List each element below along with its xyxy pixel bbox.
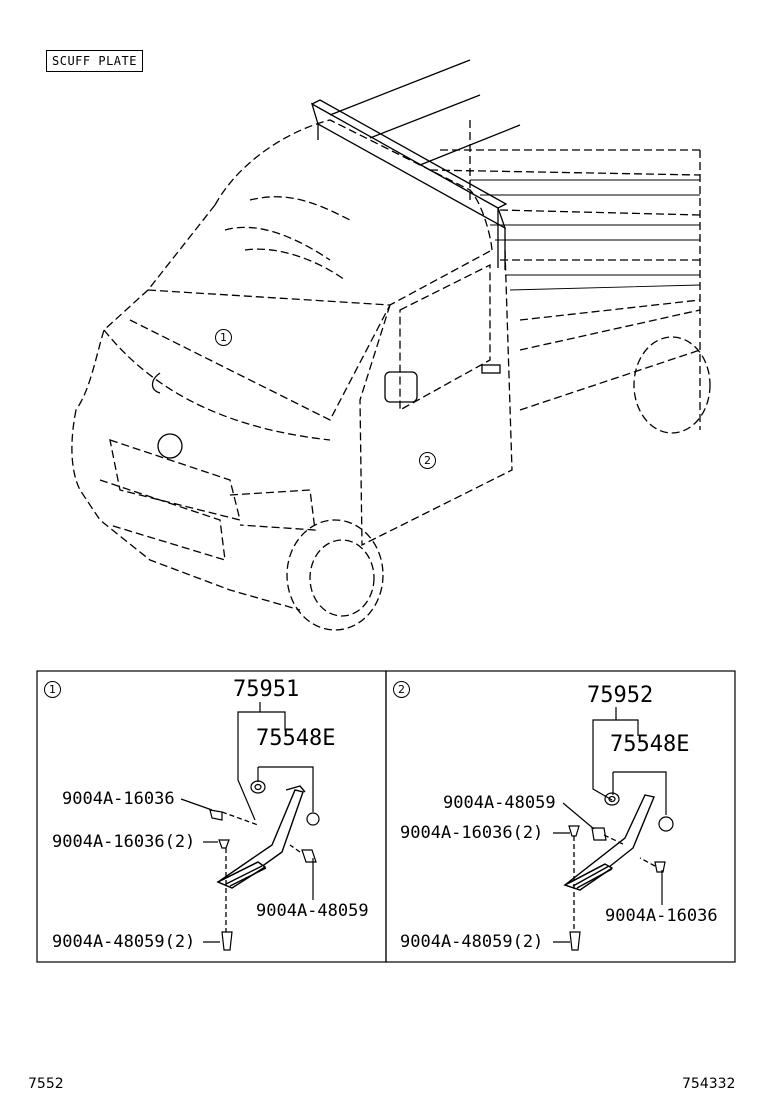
right-label-bolt: 9004A-16036 xyxy=(605,906,718,926)
footer-left-code: 7552 xyxy=(28,1076,64,1092)
right-label-clip-x2: 9004A-48059(2) xyxy=(400,932,544,952)
panel-right-frame xyxy=(385,670,736,963)
footer-right-code: 754332 xyxy=(682,1076,736,1092)
left-label-bolt: 9004A-16036 xyxy=(62,789,175,809)
logo-emblem xyxy=(157,433,183,459)
right-sub-part-number: 75548E xyxy=(610,732,690,757)
right-label-clip: 9004A-48059 xyxy=(443,793,556,813)
panel-left-callout: 1 xyxy=(44,681,61,698)
title-box: SCUFF PLATE xyxy=(46,50,143,72)
left-leader-lines xyxy=(180,702,314,943)
left-label-clip-x2: 9004A-48059(2) xyxy=(52,932,196,952)
right-label-bolt-x2: 9004A-16036(2) xyxy=(400,823,544,843)
mirror-left xyxy=(151,372,161,394)
left-dashed-guides xyxy=(221,811,301,932)
truck-callout-1: 1 xyxy=(215,329,232,346)
cab-body xyxy=(71,119,513,611)
front-wheel xyxy=(286,336,711,631)
left-label-clip: 9004A-48059 xyxy=(256,901,369,921)
door-handle xyxy=(481,364,501,374)
right-leader-lines xyxy=(553,707,667,943)
truck-callout-2: 2 xyxy=(419,452,436,469)
panel-right-callout: 2 xyxy=(393,681,410,698)
truck-bed-slats xyxy=(470,179,701,291)
right-clips xyxy=(568,792,674,951)
left-scuff-plate xyxy=(216,785,306,889)
side-mirror xyxy=(384,371,418,403)
right-main-part-number: 75952 xyxy=(587,683,654,708)
roof-rack xyxy=(310,59,521,270)
left-sub-part-number: 75548E xyxy=(256,726,336,751)
right-scuff-plate xyxy=(563,794,655,891)
truck-bed xyxy=(429,120,701,430)
left-main-part-number: 75951 xyxy=(233,677,300,702)
right-dashed-guides xyxy=(573,834,656,932)
left-label-bolt-x2: 9004A-16036(2) xyxy=(52,832,196,852)
